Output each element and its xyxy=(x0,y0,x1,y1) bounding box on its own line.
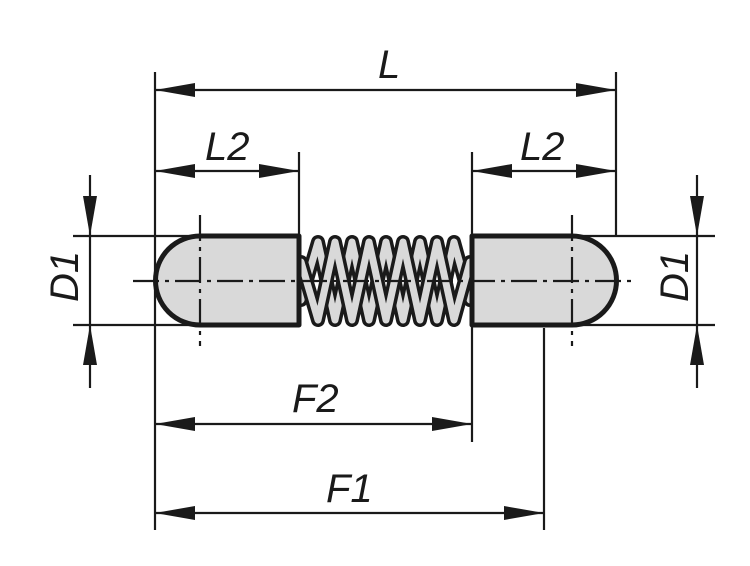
dimension-L2-left: L2 xyxy=(155,125,299,178)
dimension-L: L xyxy=(155,43,616,97)
arrow-head xyxy=(576,164,616,178)
arrow-head xyxy=(504,506,544,520)
arrow-head xyxy=(155,164,195,178)
spring xyxy=(294,235,477,327)
dimension-F1: F1 xyxy=(155,467,544,520)
arrow-head xyxy=(432,417,472,431)
dimension-D1-left: D1 xyxy=(43,175,97,388)
arrow-head xyxy=(155,506,195,520)
arrow-head xyxy=(83,325,97,365)
dimension-F2: F2 xyxy=(155,377,472,431)
dimension-D1-right: D1 xyxy=(653,175,704,388)
dimension-label-F2: F2 xyxy=(292,377,339,421)
arrow-head xyxy=(83,196,97,236)
dimension-L2-right: L2 xyxy=(472,125,616,178)
dimension-label-L: L xyxy=(378,43,400,87)
arrow-head xyxy=(155,83,195,97)
arrow-head xyxy=(155,417,195,431)
arrow-head xyxy=(472,164,512,178)
dimension-label-L2-right: L2 xyxy=(520,125,565,169)
dimension-label-D1-left: D1 xyxy=(43,251,87,302)
arrow-head xyxy=(690,325,704,365)
arrow-head xyxy=(576,83,616,97)
dimension-label-L2-left: L2 xyxy=(205,125,250,169)
arrow-head xyxy=(259,164,299,178)
dimension-label-F1: F1 xyxy=(326,467,373,511)
dimension-label-D1-right: D1 xyxy=(653,251,697,302)
arrow-head xyxy=(690,196,704,236)
